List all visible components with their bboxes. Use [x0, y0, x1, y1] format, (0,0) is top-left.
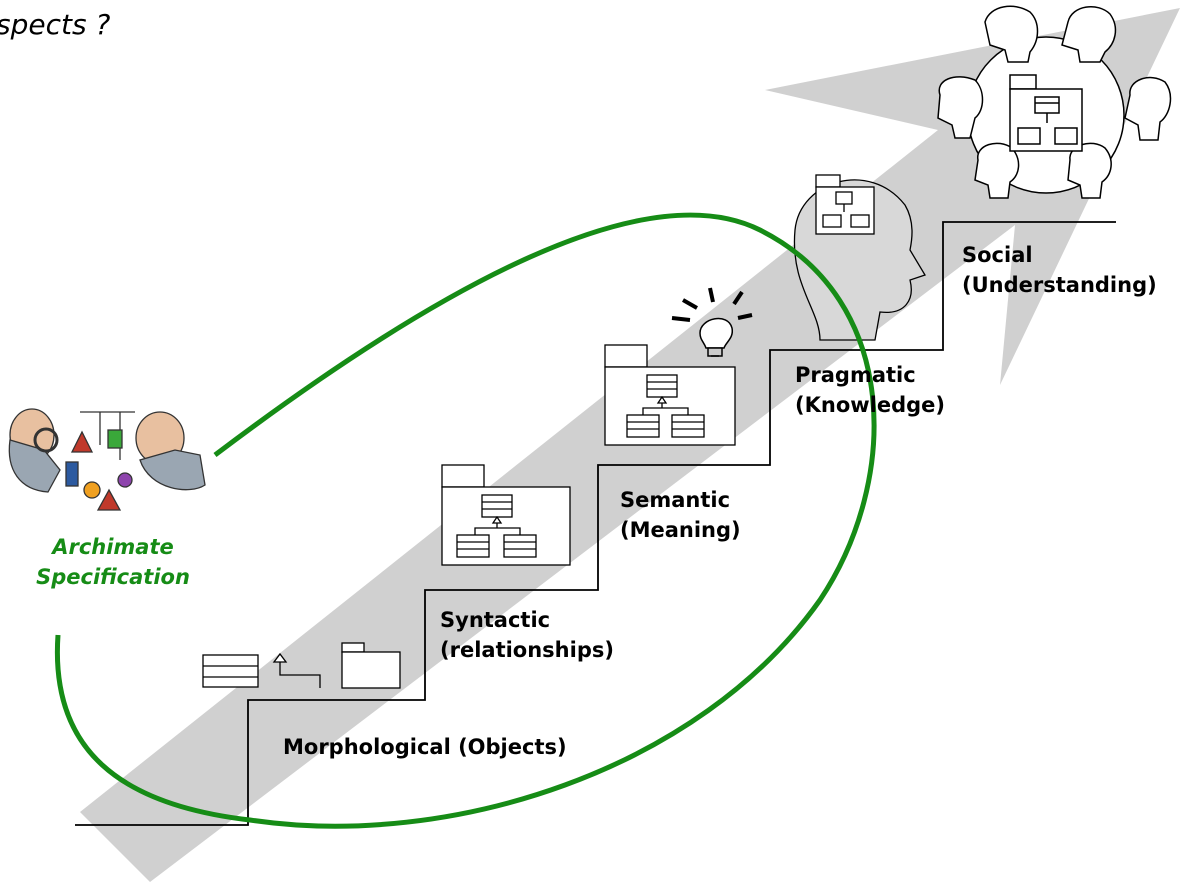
generalization-arrow-icon — [272, 652, 321, 688]
level-semantic-line2: (Meaning) — [620, 518, 741, 542]
people-with-mobile-icon — [8, 408, 206, 511]
level-morphological-line1: Morphological (Objects) — [283, 735, 567, 759]
level-social-line2: (Understanding) — [962, 273, 1157, 297]
level-pragmatic-line2: (Knowledge) — [795, 393, 945, 417]
level-semantic-line1: Semantic — [620, 488, 731, 512]
spec-label-line2: Specification — [36, 565, 190, 589]
team-meeting-icon — [937, 5, 1172, 199]
level-social: Social (Understanding) — [962, 240, 1157, 300]
package-diagram-icon — [604, 344, 736, 446]
head-with-model-icon — [793, 174, 926, 341]
level-syntactic-line2: (relationships) — [440, 638, 614, 662]
page-title: spects ? — [0, 8, 111, 41]
archimate-spec-label: Archimate Specification — [18, 532, 208, 592]
scope-ellipse — [54, 212, 877, 829]
lightbulb-icon — [671, 287, 753, 357]
level-pragmatic-line1: Pragmatic — [795, 363, 916, 387]
level-semantic: Semantic (Meaning) — [620, 485, 741, 545]
level-social-line1: Social — [962, 243, 1033, 267]
level-pragmatic: Pragmatic (Knowledge) — [795, 360, 945, 420]
class-box-icon — [202, 654, 259, 688]
package-diagram-icon — [441, 464, 571, 566]
package-icon — [341, 642, 401, 689]
spec-label-line1: Archimate — [52, 535, 174, 559]
level-syntactic-line1: Syntactic — [440, 608, 551, 632]
stairs-line — [75, 221, 1116, 826]
level-syntactic: Syntactic (relationships) — [440, 605, 614, 665]
level-morphological: Morphological (Objects) — [283, 732, 567, 762]
